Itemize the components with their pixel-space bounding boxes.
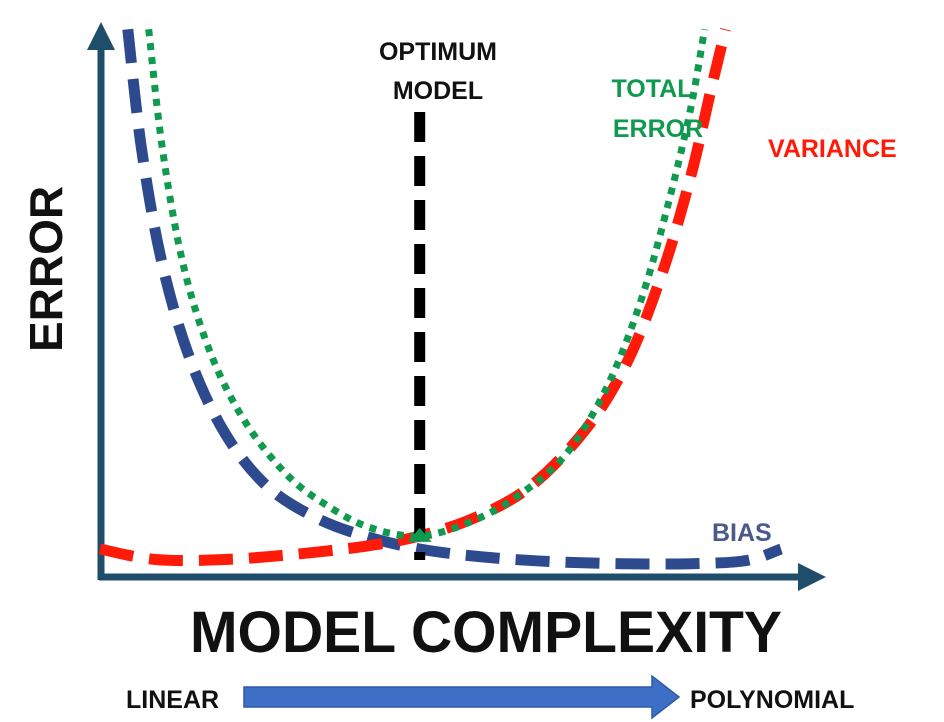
total-error-label-line2: ERROR [613, 115, 703, 143]
total-error-curve [145, 28, 709, 540]
x-axis-label: MODEL COMPLEXITY [190, 600, 782, 665]
variance-label: VARIANCE [768, 135, 897, 163]
optimum-label-line2: MODEL [393, 77, 483, 105]
linear-label: LINEAR [126, 686, 219, 714]
complexity-arrow [243, 674, 681, 720]
polynomial-label: POLYNOMIAL [690, 686, 854, 714]
y-axis-label: ERROR [20, 186, 72, 352]
bias-curve [122, 28, 783, 570]
optimum-label-line1: OPTIMUM [379, 38, 497, 66]
optimum-point [407, 527, 432, 542]
bias-label: BIAS [712, 519, 772, 547]
total-error-label-line1: TOTAL [611, 75, 692, 103]
